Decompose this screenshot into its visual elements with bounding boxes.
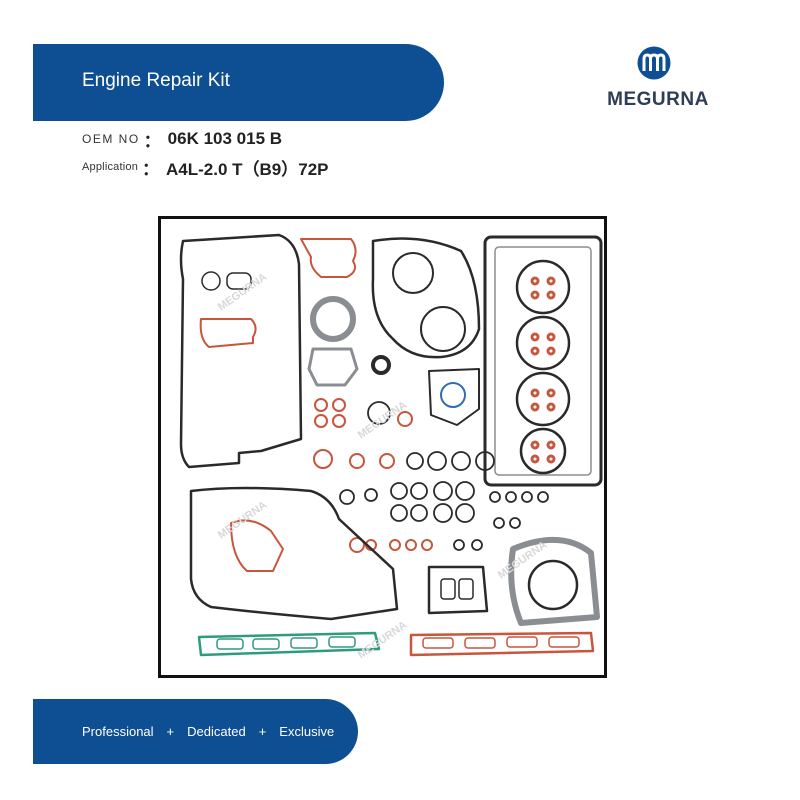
timing-cover-ring-b (420, 306, 466, 352)
thermostat-gasket (300, 238, 357, 278)
application-value: A4L-2.0 T（B9）72P (166, 159, 329, 179)
watermark-text: MEGURNA (216, 271, 269, 313)
footer-banner (33, 699, 358, 764)
gasket-kit-image: MEGURNA MEGURNA MEGURNA MEGURNA MEGURNA (179, 233, 603, 661)
crankshaft-seal (310, 296, 356, 342)
timing-cover-gasket (371, 237, 481, 359)
oem-row: OEM NO ： 06K 103 015 B (82, 128, 283, 151)
rear-main-seal-ring (527, 559, 579, 611)
throttle-body-gasket (427, 565, 489, 615)
watermark-text: MEGURNA (356, 399, 409, 441)
intake-port-gasket (409, 631, 595, 657)
cylinder-head-gasket-inner (494, 246, 592, 476)
water-pump-gasket (428, 368, 480, 426)
application-colon: ： (142, 159, 160, 179)
orange-o-rings (313, 398, 433, 553)
rear-main-seal (508, 537, 600, 626)
tagline-professional: Professional (82, 724, 154, 739)
small-oval-seal (226, 272, 252, 290)
intake-ports (422, 636, 580, 649)
tagline-separator: + (258, 724, 267, 739)
water-pump-ring (440, 382, 466, 408)
exhaust-ports (216, 636, 356, 650)
oem-value: 06K 103 015 B (167, 129, 283, 148)
camshaft-seal (371, 355, 391, 375)
brand-logo: MEGURNA (592, 46, 724, 112)
timing-cover-ring-a (392, 252, 434, 294)
throttle-port-b (458, 578, 474, 600)
valve-stem-seals (530, 276, 556, 464)
tagline-dedicated: Dedicated (187, 724, 246, 739)
throttle-port-a (440, 578, 456, 600)
tagline-exclusive: Exclusive (279, 724, 335, 739)
tagline: Professional + Dedicated + Exclusive (82, 724, 334, 739)
oil-filter-gasket (199, 318, 257, 348)
flange-gasket (307, 347, 359, 387)
intake-manifold-gasket (189, 486, 399, 621)
exhaust-manifold-gasket (197, 631, 381, 657)
application-row: Application ： A4L-2.0 T（B9）72P (82, 156, 329, 179)
small-ring-seal (201, 271, 221, 291)
cylinder-bore-3 (515, 371, 571, 427)
tagline-separator: + (166, 724, 175, 739)
oil-pan-gasket (179, 233, 303, 469)
application-label: Application (82, 161, 139, 173)
cylinder-head-gasket (483, 235, 603, 487)
watermark-text: MEGURNA (216, 499, 269, 541)
cylinder-bore-4 (519, 427, 567, 475)
product-image-frame: MEGURNA MEGURNA MEGURNA MEGURNA MEGURNA (158, 216, 607, 678)
intake-inner-seal (230, 519, 284, 572)
page-title: Engine Repair Kit (82, 70, 230, 91)
brand-name: MEGURNA (607, 89, 709, 110)
oem-colon: ： (143, 131, 161, 151)
cylinder-bore-2 (515, 315, 571, 371)
watermark-text: MEGURNA (356, 619, 409, 661)
megurna-logo-icon (637, 46, 671, 80)
oem-label: OEM NO (82, 132, 140, 146)
header-banner (33, 44, 444, 121)
cylinder-bore-1 (515, 259, 571, 315)
black-o-rings (339, 401, 549, 551)
